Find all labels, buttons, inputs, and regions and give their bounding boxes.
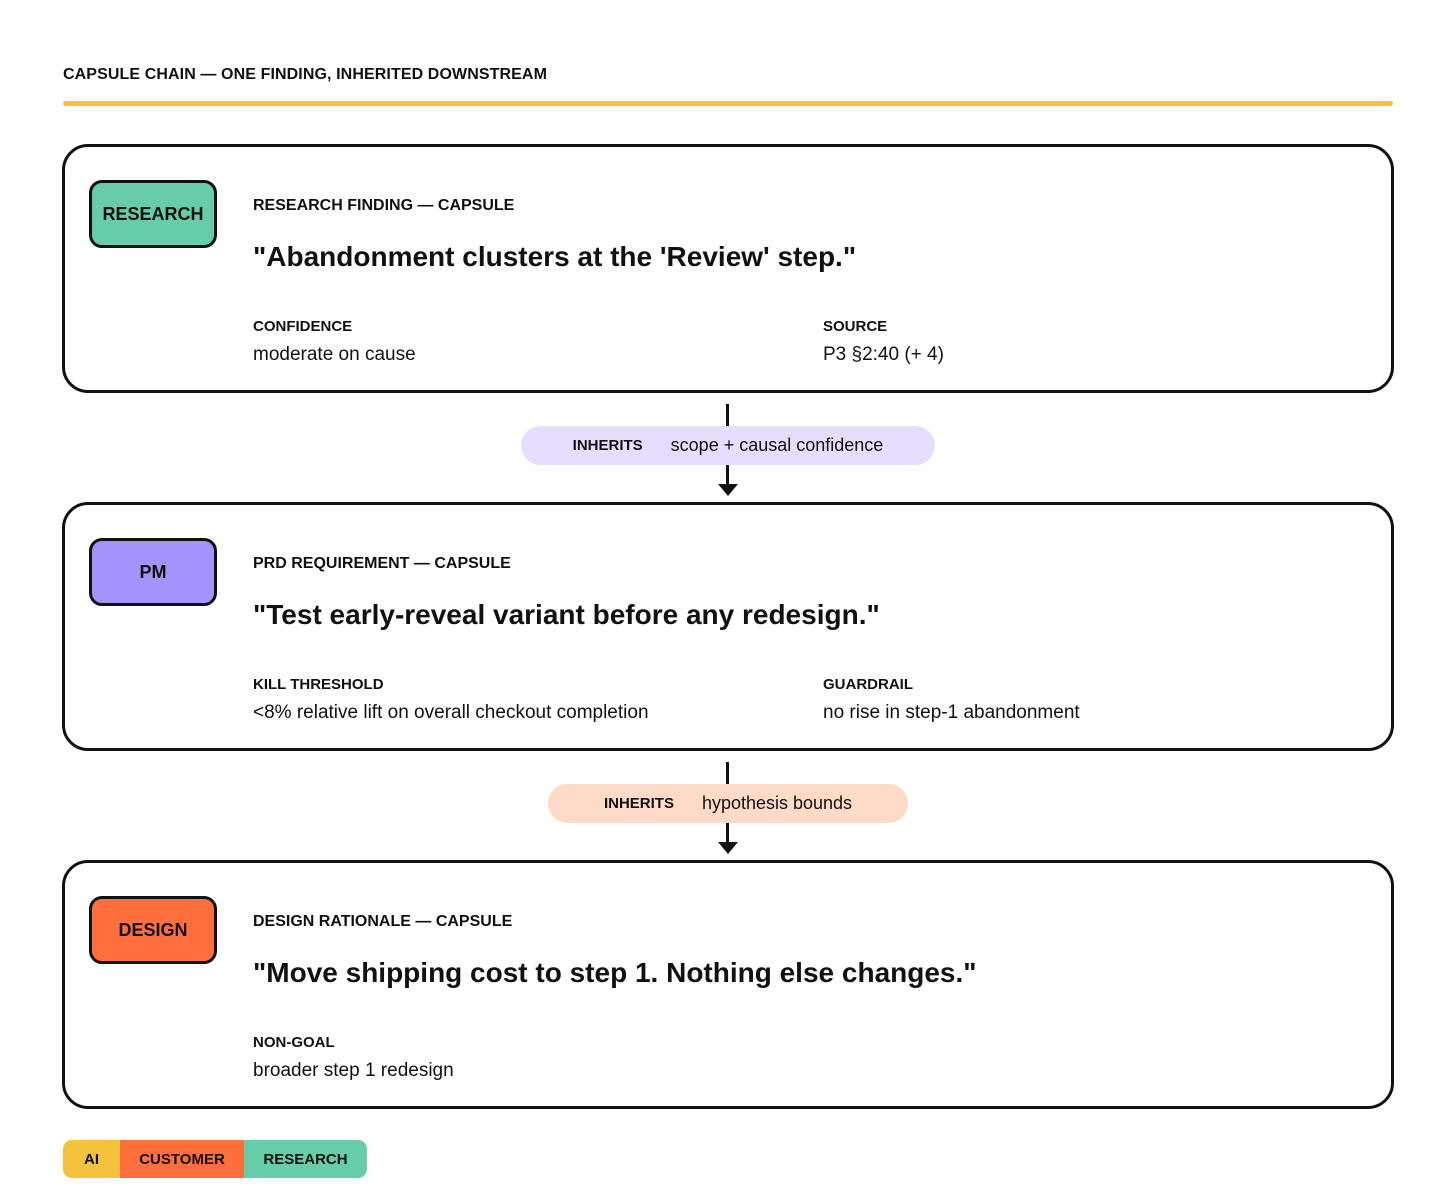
- field-value: <8% relative lift on overall checkout co…: [253, 702, 649, 723]
- inherits-label: INHERITS: [572, 437, 643, 454]
- card-kicker: PRD REQUIREMENT — CAPSULE: [253, 555, 511, 572]
- title-underline: [63, 101, 1393, 106]
- field-value: moderate on cause: [253, 344, 416, 365]
- card-quote: "Abandonment clusters at the 'Review' st…: [253, 241, 857, 272]
- legend-item-customer: CUSTOMER: [120, 1140, 244, 1178]
- field-label: CONFIDENCE: [253, 318, 353, 335]
- field-non-goal: NON-GOAL broader step 1 redesign: [253, 1034, 454, 1082]
- field-label: SOURCE: [823, 318, 888, 335]
- field-value: broader step 1 redesign: [253, 1060, 454, 1081]
- pm-capsule-card: PM PRD REQUIREMENT — CAPSULE "Test early…: [62, 502, 1394, 751]
- design-capsule-card: DESIGN DESIGN RATIONALE — CAPSULE "Move …: [62, 860, 1394, 1109]
- card-quote: "Test early-reveal variant before any re…: [253, 599, 880, 630]
- pm-tag: PM: [89, 538, 217, 606]
- legend-item-research: RESEARCH: [244, 1140, 367, 1178]
- field-confidence: CONFIDENCE moderate on cause: [253, 318, 416, 366]
- inherits-text: scope + causal confidence: [670, 435, 884, 455]
- field-value: no rise in step-1 abandonment: [823, 702, 1080, 723]
- legend-item-ai: AI: [63, 1140, 120, 1178]
- field-label: KILL THRESHOLD: [253, 676, 384, 693]
- inherits-label: INHERITS: [603, 795, 674, 812]
- card-kicker: DESIGN RATIONALE — CAPSULE: [253, 913, 513, 930]
- arrow-down-icon: [718, 484, 738, 496]
- field-label: NON-GOAL: [253, 1034, 335, 1051]
- arrow-down-icon: [718, 842, 738, 854]
- field-guardrail: GUARDRAIL no rise in step-1 abandonment: [823, 676, 1080, 724]
- inherits-text: hypothesis bounds: [701, 793, 853, 813]
- inherits-pill-2: INHERITS hypothesis bounds: [548, 784, 908, 823]
- research-capsule-card: RESEARCH RESEARCH FINDING — CAPSULE "Aba…: [62, 144, 1394, 393]
- field-label: GUARDRAIL: [823, 676, 913, 693]
- field-value: P3 §2:40 (+ 4): [823, 344, 944, 365]
- research-tag: RESEARCH: [89, 180, 217, 248]
- card-quote: "Move shipping cost to step 1. Nothing e…: [253, 957, 977, 988]
- design-tag: DESIGN: [89, 896, 217, 964]
- field-source: SOURCE P3 §2:40 (+ 4): [823, 318, 944, 366]
- field-kill-threshold: KILL THRESHOLD <8% relative lift on over…: [253, 676, 649, 724]
- legend: AI CUSTOMER RESEARCH: [63, 1140, 367, 1178]
- card-kicker: RESEARCH FINDING — CAPSULE: [253, 197, 515, 214]
- page-title: CAPSULE CHAIN — ONE FINDING, INHERITED D…: [63, 66, 548, 83]
- inherits-pill-1: INHERITS scope + causal confidence: [521, 426, 935, 465]
